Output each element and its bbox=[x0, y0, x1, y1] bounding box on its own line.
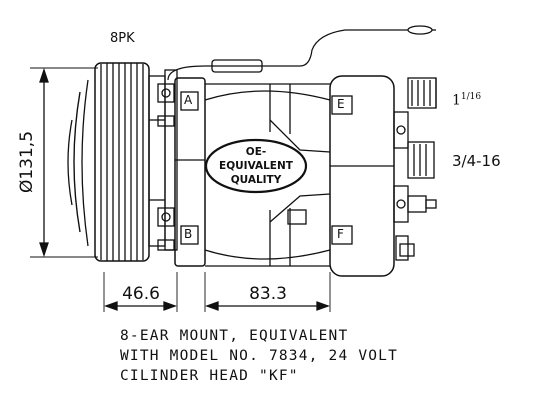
port-b-label: B bbox=[184, 227, 193, 241]
clutch-wire bbox=[167, 25, 436, 81]
oe-badge-line-1: OE- bbox=[245, 146, 267, 158]
belt-type-label: 8PK bbox=[110, 31, 135, 46]
note-line-2: WITH MODEL NO. 7834, 24 VOLT bbox=[120, 348, 399, 364]
width-dimension-lines bbox=[103, 272, 331, 312]
service-valve bbox=[407, 195, 437, 213]
top-fitting-sup: 1/16 bbox=[460, 92, 482, 102]
clutch-hub bbox=[148, 69, 178, 251]
note-line-1: 8-EAR MOUNT, EQUIVALENT bbox=[120, 328, 349, 344]
front-mounting-ears bbox=[157, 83, 175, 251]
bottom-fitting-label: 3/4-16 bbox=[452, 152, 501, 170]
compressor-body bbox=[205, 83, 331, 267]
oe-badge-outline bbox=[204, 138, 308, 194]
top-fitting-base: 1 bbox=[452, 92, 461, 109]
diameter-dimension-line bbox=[30, 67, 98, 258]
front-housing bbox=[174, 77, 331, 267]
rear-head bbox=[329, 75, 395, 277]
note-line-3: CILINDER HEAD "KF" bbox=[120, 368, 299, 384]
bottom-port-fitting bbox=[407, 141, 435, 179]
oe-badge-line-2: EQUIVALENT bbox=[219, 160, 293, 172]
top-fitting-label: 11/16 bbox=[452, 92, 481, 109]
pulley-grooves bbox=[94, 62, 150, 262]
port-a-label: A bbox=[184, 93, 193, 107]
top-port-fitting bbox=[407, 77, 437, 109]
specification-notes: 8-EAR MOUNT, EQUIVALENT WITH MODEL NO. 7… bbox=[120, 326, 398, 386]
port-f-label: F bbox=[337, 227, 344, 241]
body-length-dimension: 83.3 bbox=[249, 284, 287, 304]
pulley-width-dimension: 46.6 bbox=[122, 284, 160, 304]
diameter-dimension: Ø131,5 bbox=[17, 130, 37, 194]
port-e-label: E bbox=[337, 97, 345, 111]
clutch-front-plate bbox=[67, 79, 89, 247]
rear-mounting-ears bbox=[393, 111, 415, 261]
oe-badge-line-3: QUALITY bbox=[230, 174, 282, 186]
